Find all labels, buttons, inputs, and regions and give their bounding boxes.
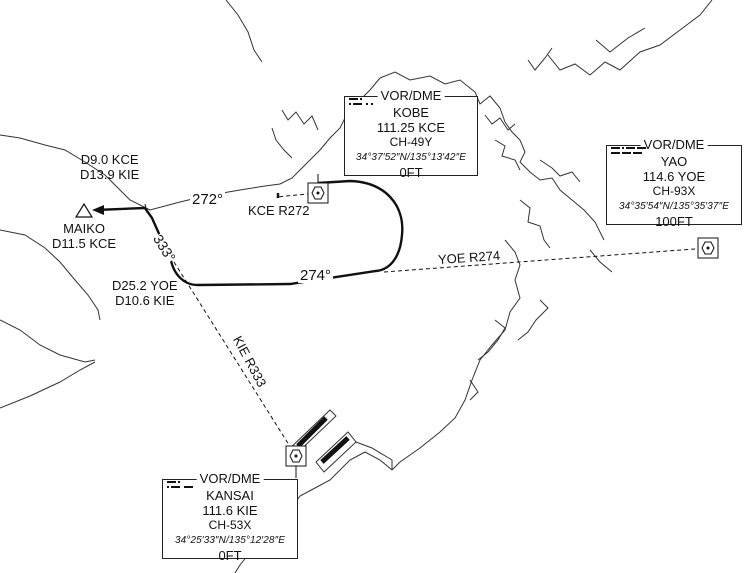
yao-type: VOR/DME: [640, 137, 708, 152]
kobe-elevation: 0FT: [399, 165, 423, 180]
yao-coords: 34°35′54″N/135°35′37″E: [619, 201, 729, 212]
vor-dme-hexagon-icon: [307, 182, 329, 204]
yao-freq-ident: 114.6 YOE: [642, 169, 706, 184]
kobe-coords: 34°37′52″N/135°13′42″E: [356, 152, 466, 163]
d25-fix-label: D25.2 YOE D10.6 KIE: [112, 278, 178, 308]
yao-name: YAO: [660, 154, 688, 169]
yao-navaid-box: VOR/DME YAO 114.6 YOE CH-93X 34°35′54″N/…: [606, 137, 742, 229]
inbound-to-maiko: [95, 206, 146, 212]
runway-b-paint: [320, 436, 350, 464]
coastline: [0, 0, 713, 573]
route-arrowhead: [92, 205, 104, 215]
holding-pattern: [144, 179, 404, 287]
kobe-type: VOR/DME: [377, 88, 445, 103]
kie-radial-line: [173, 261, 297, 457]
morse-code-icon: [167, 481, 193, 488]
d9-fix-tick: [144, 203, 148, 214]
yao-channel: CH-93X: [652, 184, 696, 198]
inbound-course-label: 274°: [298, 267, 334, 284]
kansai-channel: CH-53X: [208, 518, 252, 532]
kobe-channel-row: CH-49Y: [345, 98, 477, 150]
maiko-distance: D11.5 KCE: [52, 236, 117, 251]
d9-fix-line2: D13.9 KIE: [80, 167, 140, 182]
d25-fix-line1: D25.2 YOE: [112, 278, 178, 293]
radial-lines: [173, 192, 709, 457]
vor-dme-hexagon-icon: [697, 237, 719, 259]
kobe-navaid-box: VOR/DME KOBE 111.25 KCE CH-49Y 34°37′52″…: [344, 88, 478, 180]
kansai-type: VOR/DME: [196, 471, 264, 486]
kansai-navaid-box: VOR/DME KANSAI 111.6 KIE CH-53X 34°25′33…: [162, 471, 298, 563]
route-track: [95, 179, 404, 287]
airport-bridge: [355, 441, 393, 470]
yao-channel-row: CH-93X: [607, 147, 741, 199]
d9-fix-line1: D9.0 KCE: [80, 152, 139, 167]
runway-a-paint: [296, 416, 328, 448]
morse-code-icon: [349, 98, 373, 105]
kansai-coords: 34°25′33″N/135°12′28″E: [175, 535, 285, 546]
kansai-name: KANSAI: [206, 488, 254, 503]
yao-elevation: 100FT: [655, 214, 693, 229]
kce-radial-label: KCE R272: [248, 203, 310, 218]
kobe-channel: CH-49Y: [389, 135, 433, 149]
kansai-channel-row: CH-53X: [163, 481, 297, 533]
kansai-elevation: 0FT: [218, 548, 242, 563]
kansai-freq-ident: 111.6 KIE: [202, 503, 258, 518]
d9-fix-label: D9.0 KCE D13.9 KIE: [80, 152, 139, 182]
d25-fix-line2: D10.6 KIE: [115, 293, 175, 308]
maiko-fix-label: MAIKO D11.5 KCE: [52, 221, 116, 251]
triangle-fix-icon: [74, 202, 94, 218]
vor-dme-hexagon-icon: [285, 445, 307, 467]
maiko-name: MAIKO: [63, 221, 105, 236]
kobe-freq-ident: 111.25 KCE: [376, 120, 446, 135]
yoe-radial-line: [383, 247, 709, 273]
outbound-course-label: 272°: [190, 191, 226, 208]
kobe-name: KOBE: [392, 105, 430, 120]
morse-code-icon: [611, 147, 646, 154]
